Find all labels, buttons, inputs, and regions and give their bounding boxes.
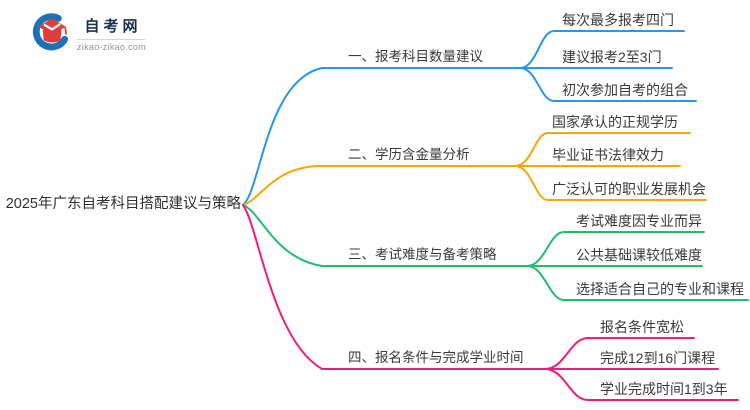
branch-1-lines bbox=[242, 30, 697, 206]
branch-1-subtopic-2[interactable]: 建议报考2至3门 bbox=[562, 48, 662, 65]
branch-1-subtopic-3[interactable]: 初次参加自考的组合 bbox=[562, 81, 688, 98]
branch-1-subtopic-1[interactable]: 每次最多报考四门 bbox=[562, 11, 674, 28]
branch-3-subtopic-3[interactable]: 选择适合自己的专业和课程 bbox=[576, 280, 744, 297]
branch-2-subtopic-2[interactable]: 毕业证书法律效力 bbox=[552, 146, 664, 163]
branch-3-lines bbox=[242, 204, 749, 301]
root-topic[interactable]: 2025年广东自考科目搭配建议与策略 bbox=[5, 196, 241, 212]
logo-site-url: zikao-zikao.com bbox=[77, 41, 147, 52]
branch-4-topic[interactable]: 四、报名条件与完成学业时间 bbox=[348, 350, 524, 366]
graduation-cap-logo-icon bbox=[32, 13, 69, 51]
branch-4-subtopic-1[interactable]: 报名条件宽松 bbox=[600, 318, 684, 335]
branch-4-subtopic-3[interactable]: 学业完成时间1到3年 bbox=[600, 380, 728, 397]
branch-4-subtopic-2[interactable]: 完成12到16门课程 bbox=[600, 349, 716, 366]
branch-3-subtopic-1[interactable]: 考试难度因专业而异 bbox=[576, 212, 702, 229]
branch-1-topic[interactable]: 一、报考科目数量建议 bbox=[348, 49, 483, 65]
branch-3-topic[interactable]: 三、考试难度与备考策略 bbox=[348, 247, 497, 263]
logo-site-name: 自考网 bbox=[84, 17, 142, 35]
branch-4-lines bbox=[242, 204, 739, 401]
branch-2-topic[interactable]: 二、学历含金量分析 bbox=[348, 147, 470, 163]
site-logo: 自考网 zikao-zikao.com bbox=[27, 10, 147, 56]
logo-divider bbox=[77, 38, 145, 40]
branch-2-subtopic-3[interactable]: 广泛认可的职业发展机会 bbox=[552, 180, 706, 197]
branch-2-lines bbox=[242, 132, 707, 206]
branch-2-subtopic-1[interactable]: 国家承认的正规学历 bbox=[552, 113, 678, 130]
branch-3-subtopic-2[interactable]: 公共基础课较低难度 bbox=[576, 246, 702, 263]
